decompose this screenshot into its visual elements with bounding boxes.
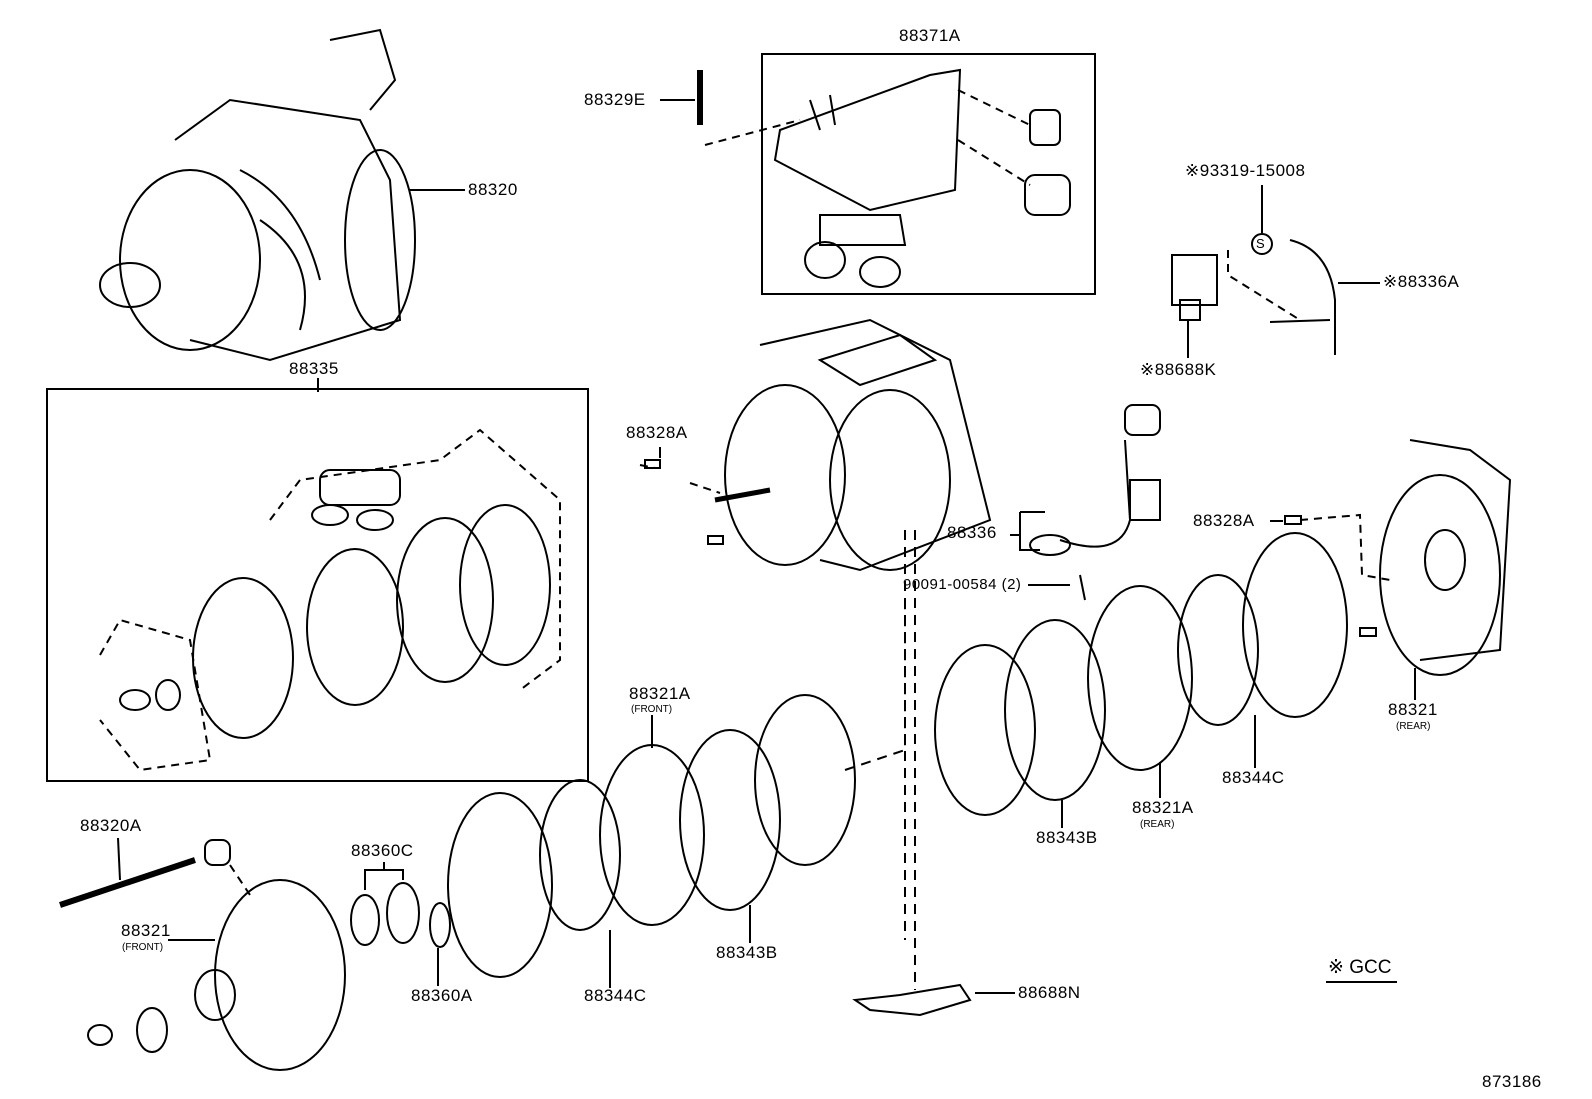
label-88336A: ※88336A bbox=[1383, 272, 1460, 291]
label-88321A-rear: 88321A bbox=[1132, 798, 1194, 817]
compressor-assembly-88320 bbox=[99, 28, 416, 362]
label-88321-front: 88321 bbox=[121, 921, 171, 940]
label-88320: 88320 bbox=[468, 180, 518, 199]
sublabel-rear: (REAR) bbox=[1396, 721, 1431, 732]
figure-number: 873186 bbox=[1482, 1072, 1542, 1091]
label-88328A-front: 88328A bbox=[626, 423, 688, 442]
label-88360A: 88360A bbox=[411, 986, 473, 1005]
label-88360C: 88360C bbox=[351, 841, 414, 860]
label-88336: 88336 bbox=[947, 523, 997, 542]
legend-gcc: ※ GCC bbox=[1326, 956, 1398, 983]
sublabel-rear: (REAR) bbox=[1140, 819, 1175, 830]
label-88320A: 88320A bbox=[80, 816, 142, 835]
label-88343B-front: 88343B bbox=[716, 943, 778, 962]
sublabel-front: (FRONT) bbox=[631, 704, 673, 715]
kit-box-88371A bbox=[761, 53, 1096, 295]
label-93319-15008: ※93319-15008 bbox=[1185, 161, 1306, 180]
label-88321A-front: 88321A bbox=[629, 684, 691, 703]
label-88321-rear: 88321 bbox=[1388, 700, 1438, 719]
label-90091-00584: 90091-00584 (2) bbox=[903, 576, 1022, 593]
label-88329E: 88329E bbox=[584, 90, 646, 109]
label-88344C-rear: 88344C bbox=[1222, 768, 1285, 787]
label-88328A-rear: 88328A bbox=[1193, 511, 1255, 530]
label-88688N: 88688N bbox=[1018, 983, 1081, 1002]
label-88343B-rear: 88343B bbox=[1036, 828, 1098, 847]
sublabel-front: (FRONT) bbox=[122, 942, 164, 953]
label-88335: 88335 bbox=[289, 359, 339, 378]
kit-box-88335 bbox=[46, 388, 589, 782]
label-88688K: ※88688K bbox=[1140, 360, 1217, 379]
label-88344C-front: 88344C bbox=[584, 986, 647, 1005]
compressor-housing bbox=[714, 318, 992, 572]
label-88371A: 88371A bbox=[899, 26, 961, 45]
seal-symbol: S bbox=[1256, 236, 1266, 251]
